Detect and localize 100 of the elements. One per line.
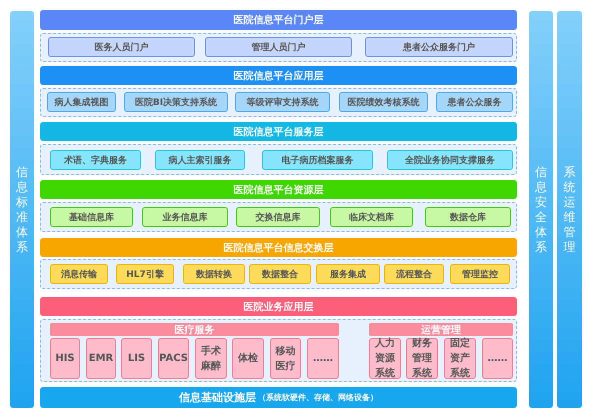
layer-title: 信息基础设施层 <box>179 390 256 405</box>
column-title: 系统运维管理 <box>563 164 576 254</box>
module-label: 全院业务协同支撑服务 <box>405 154 495 166</box>
module-box <box>116 264 174 284</box>
module-label: 流程整合 <box>396 268 432 280</box>
module-box <box>232 338 264 379</box>
layer-panel <box>40 319 517 382</box>
module-label: 手术麻醉 <box>200 344 222 374</box>
module-label: 管理监控 <box>462 268 498 280</box>
module-label: 财务管理系统 <box>411 336 433 381</box>
layer-panel <box>40 33 517 62</box>
module-box <box>307 338 339 379</box>
layer-bar <box>40 10 517 30</box>
module-box <box>316 264 380 284</box>
group-title: 运营管理 <box>421 324 461 336</box>
module-box <box>236 207 320 227</box>
layer-bar <box>40 238 517 257</box>
layer-title: 医院信息平台资源层 <box>234 184 324 196</box>
module-label: 人力资源系统 <box>374 336 396 381</box>
module-label: 电子病历档案服务 <box>282 154 354 166</box>
module-box <box>205 37 352 57</box>
module-box <box>86 338 116 379</box>
group-header-bar <box>50 323 339 336</box>
module-label: 固定资产系统 <box>449 336 471 381</box>
layer-panel <box>40 144 517 175</box>
module-box <box>425 207 511 227</box>
layer-title: 医院信息平台门户层 <box>234 13 324 27</box>
module-label: 体检 <box>238 352 258 366</box>
layer-panel <box>40 202 517 232</box>
column-title: 信息标准体系 <box>16 164 28 254</box>
module-label: HIS <box>55 352 75 366</box>
column-title: 信息安全体系 <box>534 164 548 254</box>
module-label: 病人集成视图 <box>54 96 108 108</box>
module-label: HL7引擎 <box>126 268 164 280</box>
module-box <box>48 37 195 57</box>
module-box <box>121 338 152 379</box>
module-label: 服务集成 <box>330 268 366 280</box>
module-label: 医务人员门户 <box>94 41 148 54</box>
module-box <box>142 207 228 227</box>
module-label: 术语、字典服务 <box>64 154 127 166</box>
module-box <box>339 92 428 112</box>
module-box <box>124 92 228 112</box>
module-box <box>235 92 330 112</box>
side-column <box>529 11 553 408</box>
module-box <box>436 92 513 112</box>
module-label: 患者公众服务 <box>448 96 502 108</box>
group-header-bar <box>369 323 513 336</box>
layer-note: （系统软硬件、存储、网络设备） <box>258 392 378 403</box>
module-label: …… <box>488 352 508 366</box>
module-box <box>195 338 227 379</box>
module-box <box>482 338 513 379</box>
module-box <box>249 264 311 284</box>
module-box <box>262 150 373 170</box>
module-box <box>369 338 401 379</box>
layer-panel <box>40 88 517 117</box>
module-label: 数据转换 <box>196 268 232 280</box>
module-label: 基础信息库 <box>69 211 114 224</box>
module-box <box>183 264 245 284</box>
module-box <box>270 338 301 379</box>
module-label: 移动医疗 <box>274 344 296 374</box>
module-label: 等级评审支持系统 <box>246 96 318 108</box>
module-box <box>406 338 438 379</box>
layer-bar <box>40 387 517 408</box>
module-label: 病人主索引服务 <box>168 154 232 166</box>
layer-title: 医院业务应用层 <box>244 300 314 314</box>
layer-bar <box>40 122 517 141</box>
module-box <box>330 207 413 227</box>
layer-title: 医院信息平台服务层 <box>234 126 324 138</box>
module-label: 医院绩效考核系统 <box>348 96 420 108</box>
module-box <box>50 264 108 284</box>
module-label: 交换信息库 <box>256 211 300 224</box>
layer-title: 医院信息平台应用层 <box>234 69 324 82</box>
module-label: LIS <box>128 352 146 366</box>
module-label: 数据整合 <box>262 268 298 280</box>
module-box <box>444 338 476 379</box>
module-box <box>47 92 116 112</box>
layer-bar <box>40 297 517 316</box>
module-label: …… <box>313 352 333 366</box>
module-box <box>450 264 510 284</box>
layer-panel <box>40 259 517 289</box>
module-box <box>155 150 245 170</box>
module-label: 管理人员门户 <box>252 41 306 54</box>
layer-bar <box>40 180 517 199</box>
module-label: 临床文档库 <box>349 211 394 224</box>
module-box <box>50 207 133 227</box>
module-label: 消息传输 <box>61 268 97 280</box>
module-box <box>384 264 444 284</box>
module-label: EMR <box>88 352 114 366</box>
module-label: 医院BI决策支持系统 <box>134 96 218 108</box>
module-box <box>50 338 80 379</box>
layer-bar <box>40 66 517 85</box>
module-label: 业务信息库 <box>162 211 208 224</box>
module-box <box>50 150 141 170</box>
module-label: PACS <box>159 352 188 366</box>
module-label: 数据仓库 <box>450 211 486 224</box>
module-label: 患者公众服务门户 <box>403 41 475 54</box>
module-box <box>387 150 513 170</box>
group-title: 医疗服务 <box>174 324 214 336</box>
module-box <box>365 37 513 57</box>
module-box <box>158 338 189 379</box>
